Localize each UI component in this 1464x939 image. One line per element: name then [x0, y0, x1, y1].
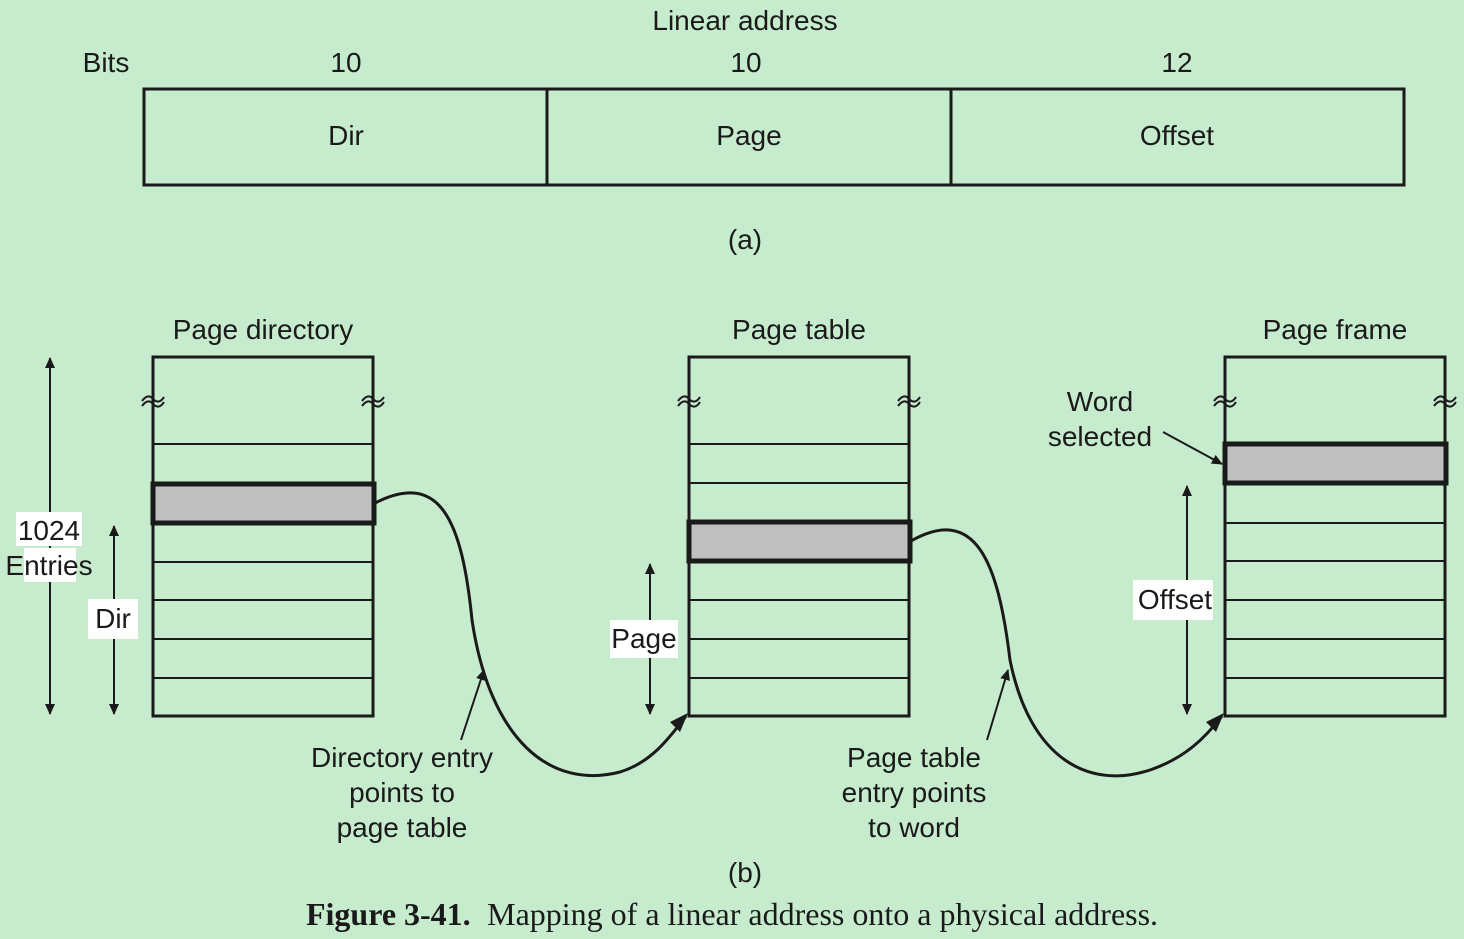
pagetable-note-pointer [986, 669, 1010, 741]
page-directory: Page directory [141, 314, 385, 718]
dir-label: Dir [95, 603, 131, 634]
dir-field: Dir [328, 120, 364, 151]
dir-bits: 10 [330, 47, 361, 78]
break-mark [1213, 395, 1237, 408]
page-span: Page [610, 563, 678, 715]
arrowhead [1206, 713, 1224, 732]
entries-word-label: Entries [5, 550, 92, 581]
selected-directory-entry [150, 481, 377, 526]
entries-span: 1024 Entries [5, 357, 93, 715]
word-selected: Word selected [1048, 386, 1223, 465]
page-directory-box [151, 355, 375, 718]
entries-count-label: 1024 [18, 515, 80, 546]
label-backing [24, 548, 76, 582]
page-frame-title: Page frame [1263, 314, 1408, 345]
dir-span: Dir [88, 525, 138, 715]
selected-word [1222, 441, 1449, 486]
label-backing [16, 512, 82, 546]
label-backing [610, 620, 678, 658]
pagetable-note-line3: to word [868, 812, 960, 843]
directory-note: Directory entry points to page table [311, 742, 493, 843]
figure-caption: Figure 3-41. Mapping of a linear address… [306, 896, 1158, 932]
linear-address-box [142, 87, 1406, 187]
word-selected-line2: selected [1048, 421, 1152, 452]
pagetable-note-line2: entry points [842, 777, 987, 808]
directory-note-line2: points to [349, 777, 455, 808]
figure-number: Figure 3-41. [306, 896, 471, 932]
break-mark [1433, 395, 1457, 408]
page-field: Page [716, 120, 781, 151]
break-mark [897, 395, 921, 408]
offset-field: Offset [1140, 120, 1214, 151]
page-directory-title: Page directory [173, 314, 354, 345]
directory-note-pointer [460, 669, 486, 741]
pagetable-note-line1: Page table [847, 742, 981, 773]
page-label: Page [611, 623, 676, 654]
figure-caption-text: Mapping of a linear address onto a physi… [487, 896, 1158, 932]
page-frame-box [1223, 355, 1447, 718]
directory-note-line3: page table [337, 812, 468, 843]
sublabel-a: (a) [728, 224, 762, 255]
offset-label: Offset [1138, 584, 1212, 615]
page-frame: Page frame [1213, 314, 1457, 718]
directory-to-table-curve [374, 491, 688, 778]
arrowhead [670, 713, 688, 732]
bits-label: Bits [83, 47, 130, 78]
word-selected-pointer [1162, 431, 1223, 465]
break-mark [677, 395, 701, 408]
selected-page-table-entry [686, 519, 913, 564]
page-table-title: Page table [732, 314, 866, 345]
word-selected-line1: Word [1067, 386, 1133, 417]
page-table: Page table [677, 314, 921, 718]
directory-note-line1: Directory entry [311, 742, 493, 773]
sublabel-b: (b) [728, 857, 762, 888]
linear-address: Linear address Bits 10 10 12 Dir Page Of… [83, 5, 1406, 255]
pagetable-note: Page table entry points to word [842, 742, 987, 843]
offset-span: Offset [1133, 485, 1213, 715]
table-to-frame-curve [910, 528, 1224, 778]
offset-bits: 12 [1161, 47, 1192, 78]
label-backing [88, 599, 138, 639]
linear-address-title: Linear address [652, 5, 837, 36]
break-mark [361, 395, 385, 408]
label-backing [1133, 580, 1213, 620]
page-bits: 10 [730, 47, 761, 78]
break-mark [141, 395, 165, 408]
